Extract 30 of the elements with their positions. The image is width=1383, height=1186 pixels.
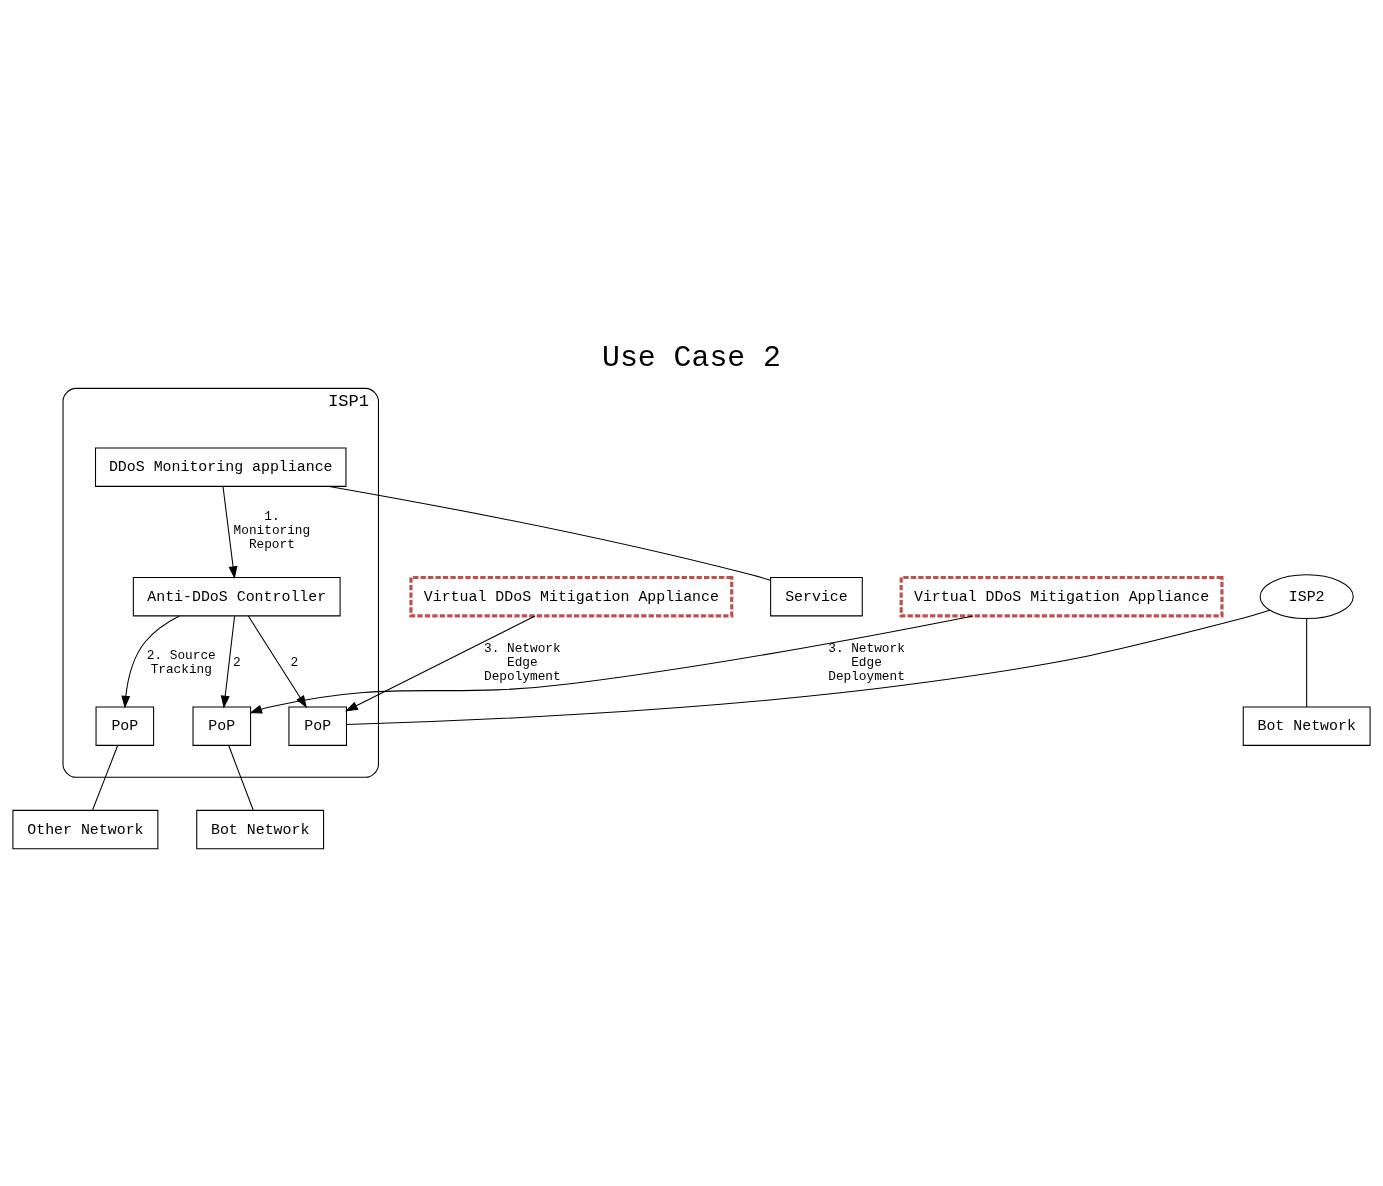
connector xyxy=(1306,617,1308,707)
edge-label: 2 xyxy=(232,654,241,670)
connector xyxy=(346,609,1271,725)
node-box: PoP xyxy=(95,705,155,746)
node-box: PoP xyxy=(288,705,347,746)
node-box: Virtual DDoS Mitigation Appliance xyxy=(409,575,734,617)
arrow xyxy=(247,614,307,708)
node-box: Anti-DDoS Controller xyxy=(132,576,341,616)
edge-label: 2. Source Tracking xyxy=(146,647,216,677)
arrow xyxy=(249,614,974,713)
node-box: Bot Network xyxy=(196,809,325,849)
connector xyxy=(92,744,119,811)
node-box: DDoS Monitoring appliance xyxy=(94,447,347,487)
node-box: Other Network xyxy=(12,809,159,849)
arrow xyxy=(220,614,236,709)
node-box: PoP xyxy=(192,705,252,746)
node-ellipse: ISP2 xyxy=(1259,573,1354,619)
edge-label: 3. Network Edge Deployment xyxy=(828,640,905,684)
node-box: Bot Network xyxy=(1242,705,1371,746)
edge-label: 2 xyxy=(290,654,299,670)
connector xyxy=(328,485,771,581)
node-box: Service xyxy=(770,576,863,616)
arrow xyxy=(222,485,238,579)
connector xyxy=(228,744,254,811)
node-box: Virtual DDoS Mitigation Appliance xyxy=(899,575,1224,617)
edge-label: 3. Network Edge Depolyment xyxy=(484,640,561,684)
edge-label: 1. Monitoring Report xyxy=(233,508,311,552)
arrow xyxy=(121,614,180,709)
arrow xyxy=(345,614,536,711)
diagram-title: Use Case 2 xyxy=(602,340,781,375)
